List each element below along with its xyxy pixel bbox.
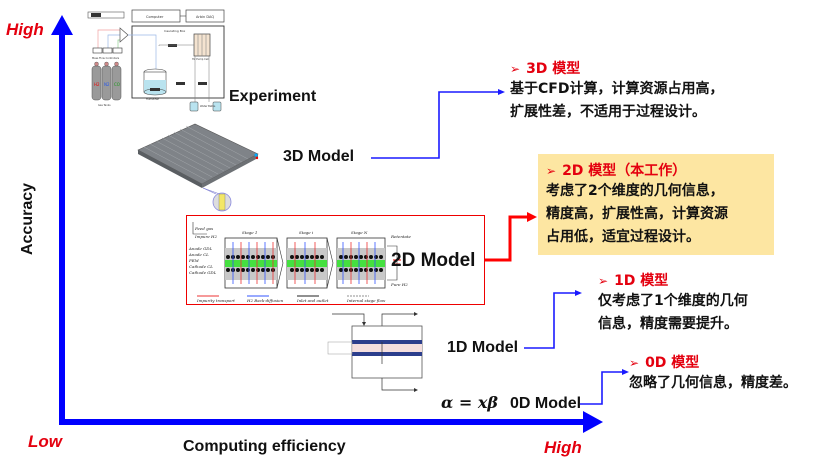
description-3d-line: 基于CFD计算，计算资源占用高，: [510, 81, 724, 97]
water-baths-label: Water Baths: [200, 104, 216, 108]
description-2d-line: 考虑了2个维度的几何信息，: [546, 183, 724, 199]
legend-backdiffusion: H2 Back-diffusion: [247, 298, 284, 303]
h2-pump-cell: [193, 33, 211, 57]
outlet-retentate-label: Retentate: [391, 234, 411, 239]
x-axis-low-label: Low: [28, 432, 62, 451]
stage-i-label: Stage i: [299, 230, 314, 235]
0d-model-formula: α = xβ: [441, 393, 499, 412]
transport-arrows: [232, 242, 376, 284]
x-axis-high-label: High: [544, 438, 582, 457]
connector-3d: [371, 91, 500, 159]
description-0d: ➢0D 模型 忽略了几何信息，精度差。: [629, 352, 797, 395]
description-2d-line: 精度高，扩展性高，计算资源: [546, 206, 728, 222]
bullet-arrow-icon: ➢: [598, 274, 609, 288]
layer-label-pem: PEM: [189, 258, 199, 263]
description-3d: ➢3D 模型 基于CFD计算，计算资源占用高， 扩展性差，不适用于过程设计。: [510, 58, 723, 124]
gas-tanks: [91, 61, 122, 101]
x-axis-title: Computing efficiency: [183, 438, 346, 455]
mass-flow-controllers: [92, 47, 123, 54]
y-axis-line: [59, 30, 65, 425]
layer-label-anode-gdl: Anode GDL: [189, 246, 213, 251]
connector-1d-arrowhead: [575, 290, 582, 296]
description-0d-title: ➢0D 模型: [629, 355, 700, 371]
x-axis-line: [59, 419, 589, 425]
description-2d-title: ➢2D 模型（本工作）: [546, 163, 687, 179]
y-axis-arrowhead: [51, 15, 73, 35]
legend-impurity: Impurity transport: [197, 298, 235, 303]
water-baths: [189, 101, 222, 112]
humidifier-label: Humidifier: [146, 97, 160, 101]
computer-label: Computer: [146, 15, 164, 19]
connector-2d-arrowhead: [527, 212, 537, 222]
description-1d-title: ➢1D 模型: [598, 273, 669, 289]
0d-model-label: 0D Model: [510, 395, 582, 412]
description-0d-line: 忽略了几何信息，精度差。: [629, 375, 797, 391]
power-supply-icon: [387, 245, 401, 281]
experiment-label: Experiment: [229, 88, 317, 105]
flowmeter-icon: [91, 13, 101, 17]
gas-tanks-label: Gas Tanks: [98, 103, 111, 107]
2d-model-frame: Feed gas Impure H2 Stage 1 Stage i Stage…: [186, 215, 485, 305]
experiment-schematic: Computer Arbin DAQ Insulating Box Mass F…: [87, 9, 225, 112]
gas-label-h2: H2: [94, 82, 100, 87]
1d-model-schematic: [327, 312, 423, 392]
x-axis-arrowhead: [583, 411, 603, 433]
description-2d-highlight: ➢2D 模型（本工作） 考虑了2个维度的几何信息， 精度高，扩展性高，计算资源 …: [538, 154, 774, 255]
description-2d-line: 占用低，适宜过程设计。: [546, 229, 700, 245]
description-1d-line: 仅考虑了1个维度的几何: [598, 293, 748, 309]
2d-model-schematic: [192, 222, 386, 297]
stage-1: [224, 237, 278, 289]
layer-label-anode-cl: Anode CL: [189, 252, 209, 257]
1d-model-label: 1D Model: [447, 339, 519, 356]
stage-n: [336, 237, 386, 289]
humidifier: [143, 68, 167, 96]
pump-cell-label: H2 Pump Cell: [192, 57, 209, 61]
bullet-arrow-icon: ➢: [629, 356, 640, 370]
stage-1-label: Stage 1: [242, 230, 258, 235]
inlet-feed-label: Feed gas: [195, 226, 214, 231]
y-axis-high-label: High: [6, 20, 44, 39]
connector-3d-arrowhead: [498, 89, 505, 95]
description-1d-line: 信息，精度需要提升。: [598, 316, 738, 332]
2d-model-label: 2D Model: [391, 250, 476, 271]
bullet-arrow-icon: ➢: [510, 62, 521, 76]
y-axis-title: Accuracy: [19, 182, 36, 256]
gas-label-n2: N2: [104, 82, 110, 87]
connector-1d: [524, 292, 575, 349]
inlet-impure-label: Impure H2: [195, 234, 218, 239]
stage-i: [286, 237, 328, 289]
mfc-label: Mass Flow Controllers: [92, 56, 120, 60]
stage-n-label: Stage N: [351, 230, 368, 235]
legend-inlet-outlet: Inlet and outlet: [297, 298, 329, 303]
legend-internal-flow: Internal stage flow: [347, 298, 386, 303]
connector-0d: [580, 371, 623, 405]
outlet-pure-label: Pure H2: [391, 282, 408, 287]
connector-0d-arrowhead: [622, 369, 629, 375]
daq-label: Arbin DAQ: [196, 15, 214, 19]
connector-2d: [482, 215, 529, 262]
3d-model-render: [137, 123, 259, 212]
layer-label-cathode-gdl: Cathode GDL: [189, 270, 217, 275]
layer-label-cathode-cl: Cathode CL: [189, 264, 213, 269]
description-3d-title: ➢3D 模型: [510, 61, 581, 77]
bullet-arrow-icon: ➢: [546, 164, 557, 178]
description-1d: ➢1D 模型 仅考虑了1个维度的几何 信息，精度需要提升。: [598, 270, 748, 336]
description-3d-line: 扩展性差，不适用于过程设计。: [510, 104, 706, 120]
gas-label-co: CO: [114, 82, 120, 87]
insulating-box-label: Insulating Box: [164, 29, 185, 33]
3d-model-label: 3D Model: [283, 148, 355, 165]
flowmeter-legend: [87, 11, 125, 19]
